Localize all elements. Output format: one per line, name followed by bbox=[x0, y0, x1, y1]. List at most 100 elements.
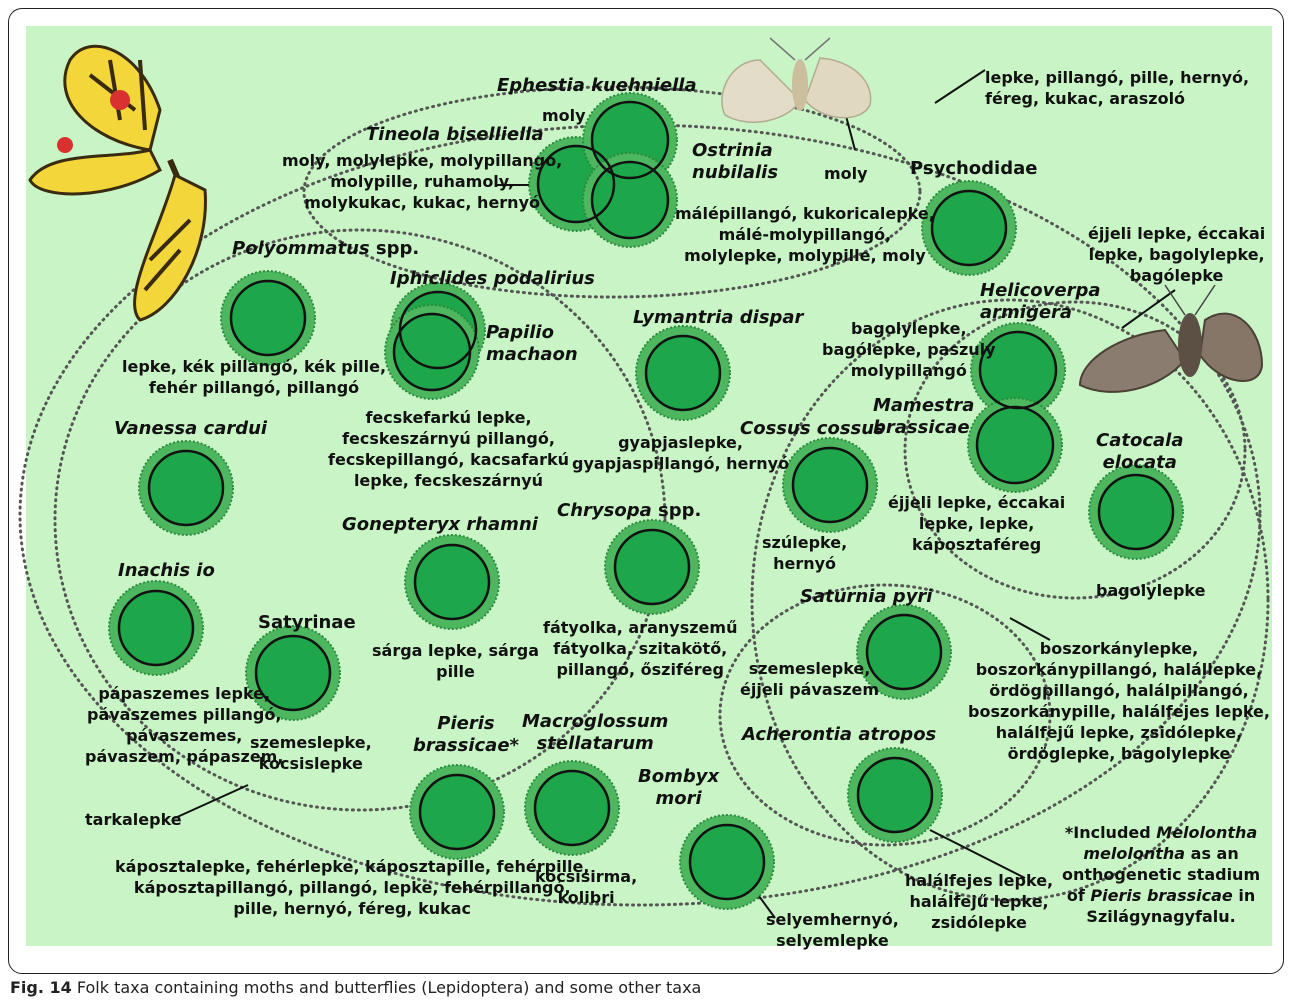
taxon-circle-papilio bbox=[384, 304, 480, 400]
folk-names-pieris: káposztalepke, fehérlepke, káposztapille… bbox=[115, 857, 590, 918]
folk-names-noctuid-group: éjjeli lepke, éccakai lepke, bagolylepke… bbox=[1088, 224, 1266, 285]
taxon-polyommatus: Polyommatus spp. bbox=[232, 238, 419, 260]
taxon-outline-mamestra bbox=[975, 405, 1055, 485]
taxon-vanessa: Vanessa cardui bbox=[114, 418, 268, 439]
taxon-outline-ostrinia bbox=[590, 160, 670, 240]
pointer-line-boszorkany bbox=[1009, 617, 1051, 641]
taxon-helicoverpa: Helicoverpa armigera bbox=[980, 280, 1101, 323]
footnote-line1-italic: Melolontha bbox=[1156, 823, 1258, 842]
taxon-macroglossum: Macroglossum stellatarum bbox=[522, 711, 669, 754]
taxon-circle-bombyx bbox=[679, 814, 775, 910]
taxon-polyommatus-name: Polyommatus bbox=[232, 238, 370, 259]
taxon-circle-helicoverpa bbox=[970, 322, 1066, 418]
taxon-circle-satyrinae bbox=[245, 625, 341, 721]
folk-names-gonepteryx: sárga lepke, sárga pille bbox=[372, 641, 539, 681]
taxon-circle-catocala bbox=[1088, 464, 1184, 560]
folk-names-moly-ephestia: moly bbox=[542, 106, 586, 125]
taxon-ephestia: Ephestia kuehniella bbox=[497, 75, 697, 96]
taxon-polyommatus-suffix: spp. bbox=[369, 238, 420, 259]
taxon-tineola: Tineola biselliella bbox=[366, 124, 544, 145]
taxon-iphiclides: Iphiclides podalirius bbox=[390, 268, 595, 289]
taxon-chrysopa: Chrysopa spp. bbox=[557, 500, 701, 522]
taxon-cossus: Cossus cossus bbox=[740, 418, 885, 439]
taxon-mamestra: Mamestra brassicae bbox=[873, 395, 975, 438]
pointer-line-tarkalepke bbox=[174, 784, 249, 819]
taxon-gonepteryx: Gonepteryx rhamni bbox=[342, 514, 538, 535]
folk-names-cossus: szúlepke, hernyó bbox=[762, 533, 848, 573]
ellipse-lepke-general bbox=[18, 123, 1262, 907]
taxon-acherontia: Acherontia atropos bbox=[742, 724, 937, 745]
footnote-line4-post: in bbox=[1232, 886, 1256, 905]
taxon-inachis: Inachis io bbox=[118, 560, 215, 581]
taxon-circle-ostrinia bbox=[582, 152, 678, 248]
folk-names-saturnia: szemeslepke, éjjeli pávaszem bbox=[740, 659, 880, 699]
taxon-circle-lymantria bbox=[635, 325, 731, 421]
footnote: *Included Melolontha melolontha as an on… bbox=[1062, 822, 1260, 927]
footnote-line4-italic: Pieris brassicae bbox=[1090, 886, 1233, 905]
noctuid-moth-illustration bbox=[1078, 284, 1264, 393]
taxon-chrysopa-suffix: spp. bbox=[651, 500, 702, 521]
footnote-line3: onthogenetic stadium bbox=[1062, 865, 1261, 884]
folk-names-papilio: fecskefarkú lepke, fecskeszárnyú pillang… bbox=[328, 408, 569, 490]
folk-names-ostrinia: málépillangó, kukoricalepke, málé-molypi… bbox=[675, 204, 935, 265]
taxon-circle-chrysopa bbox=[604, 519, 700, 615]
taxon-catocala: Catocala elocata bbox=[1096, 430, 1184, 473]
taxon-circle-vanessa bbox=[138, 440, 234, 536]
taxon-bombyx: Bombyx mori bbox=[638, 766, 720, 809]
ellipse-catocala-group bbox=[903, 300, 1247, 600]
folk-names-moly-group: moly bbox=[824, 164, 868, 183]
taxon-circle-gonepteryx bbox=[404, 534, 500, 630]
taxon-outline-papilio bbox=[392, 312, 472, 392]
figure-label: Fig. 14 bbox=[10, 978, 72, 997]
folk-names-lepke-general: lepke, pillangó, pille, hernyó, féreg, k… bbox=[985, 68, 1250, 108]
figure-caption-text: Folk taxa containing moths and butterfli… bbox=[76, 978, 702, 997]
folk-names-tineola: moly, molylepke, molypillangó, molypille… bbox=[282, 151, 563, 212]
ellipse-pillango-group bbox=[53, 228, 667, 812]
taxon-satyrinae: Satyrinae bbox=[258, 612, 356, 633]
folk-names-lymantria: gyapjaslepke, gyapjaspillangó, hernyó bbox=[572, 433, 790, 473]
taxon-circle-macroglossum bbox=[524, 760, 620, 856]
taxon-saturnia: Saturnia pyri bbox=[800, 586, 933, 607]
folk-names-satyrinae: szemeslepke, kocsislepke bbox=[250, 733, 372, 773]
footnote-line2-italic: melolontha bbox=[1083, 844, 1186, 863]
taxon-pieris: Pieris brassicae* bbox=[413, 713, 519, 756]
ellipse-noctuid-group bbox=[750, 298, 1270, 902]
taxon-lymantria: Lymantria dispar bbox=[633, 307, 804, 328]
taxon-circle-saturnia bbox=[856, 604, 952, 700]
taxon-circle-mamestra bbox=[967, 397, 1063, 493]
taxon-circle-acherontia bbox=[847, 747, 943, 843]
taxon-chrysopa-name: Chrysopa bbox=[557, 500, 652, 521]
folk-names-mamestra: éjjeli lepke, éccakai lepke, lepke, kápo… bbox=[888, 493, 1066, 554]
footnote-line2: as an bbox=[1185, 844, 1239, 863]
footnote-line5: Szilágynagyfalu. bbox=[1086, 907, 1236, 926]
taxon-outline-tineola bbox=[536, 144, 616, 224]
folk-names-macroglossum: kocsisirma, kolibri bbox=[535, 867, 638, 907]
folk-names-tarkalepke: tarkalepke bbox=[85, 810, 182, 829]
ellipse-moly-group bbox=[302, 85, 922, 299]
taxon-circle-pieris bbox=[409, 764, 505, 860]
taxon-outline-ephestia bbox=[590, 100, 670, 180]
footnote-line1: *Included bbox=[1064, 823, 1157, 842]
folk-names-helicoverpa: bagolylepke, bagólepke, paszuly molypill… bbox=[822, 319, 996, 380]
taxon-circle-polyommatus bbox=[220, 270, 316, 366]
folk-names-chrysopa: fátyolka, aranyszemű fátyolka, szitakötő… bbox=[543, 618, 738, 679]
folk-names-catocala: bagolylepke bbox=[1096, 581, 1206, 600]
pointer-line-lepke bbox=[934, 69, 986, 104]
folk-names-polyommatus: lepke, kék pillangó, kék pille, fehér pi… bbox=[122, 357, 387, 397]
pointer-line-acherontia bbox=[929, 829, 1026, 879]
taxon-psychodidae: Psychodidae bbox=[910, 158, 1038, 179]
taxon-circle-cossus bbox=[782, 437, 878, 533]
folk-names-boszorkany: boszorkánylepke, boszorkánypillangó, hal… bbox=[968, 639, 1270, 763]
figure-caption: Fig. 14 Folk taxa containing moths and b… bbox=[10, 978, 701, 997]
pale-moth-illustration bbox=[721, 37, 872, 123]
folk-names-bombyx: selyemhernyó, selyemlepke bbox=[766, 910, 899, 950]
swallowtail-butterfly-illustration bbox=[28, 44, 207, 322]
folk-names-acherontia: halálfejes lepke, halálfejű lepke, zsidó… bbox=[905, 871, 1054, 932]
pointer-line-noctuid bbox=[1121, 289, 1176, 329]
taxon-ostrinia: Ostrinia nubilalis bbox=[692, 140, 779, 183]
footnote-line4-pre: of bbox=[1066, 886, 1091, 905]
taxon-circle-inachis bbox=[108, 580, 204, 676]
ellipse-saturnia-group bbox=[718, 583, 1052, 847]
taxon-circle-psychodidae bbox=[921, 180, 1017, 276]
